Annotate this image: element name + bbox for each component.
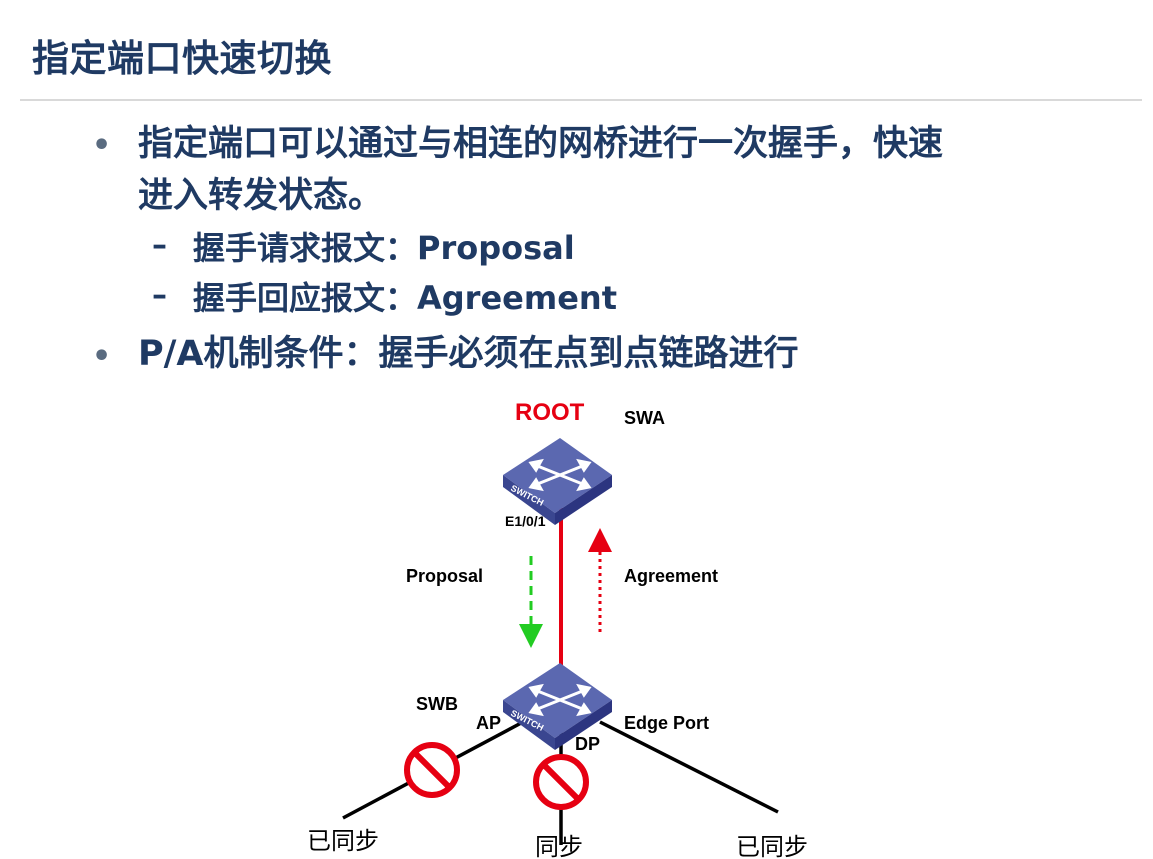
- root-label: ROOT: [515, 399, 585, 426]
- slide-title: 指定端口快速切换: [32, 37, 332, 80]
- sub-bullet-agreement: 握手回应报文：Agreement: [193, 279, 617, 317]
- bullet-marker: •: [92, 128, 112, 163]
- sub-bullet-marker: –: [152, 228, 167, 263]
- swa-label: SWA: [624, 408, 665, 428]
- sub-bullet-proposal: 握手请求报文：Proposal: [193, 229, 575, 267]
- swa-switch-icon: SWITCH: [503, 438, 612, 525]
- agreement-label: Agreement: [624, 566, 718, 586]
- swa-port-label: E1/0/1: [505, 513, 546, 529]
- bottom-left-label: 已同步: [307, 827, 379, 855]
- bullet-2: P/A机制条件：握手必须在点到点链路进行: [138, 334, 799, 374]
- blocked-icon: [404, 742, 460, 798]
- title-divider: [20, 99, 1142, 101]
- edge-port-link: [599, 720, 779, 814]
- bullet-1-line-2: 进入转发状态。: [138, 176, 384, 216]
- swb-switch-icon: SWITCH: [503, 663, 612, 750]
- sub-bullet-marker: –: [152, 278, 167, 313]
- ap-label: AP: [476, 713, 501, 733]
- bullet-1-line-1: 指定端口可以通过与相连的网桥进行一次握手，快速: [138, 124, 944, 164]
- blocked-icon: [533, 754, 589, 810]
- dp-label: DP: [575, 734, 600, 754]
- bottom-mid-label: 同步: [535, 833, 583, 859]
- proposal-label: Proposal: [406, 566, 483, 586]
- bottom-right-label: 已同步: [736, 833, 808, 859]
- swb-label: SWB: [416, 694, 458, 714]
- edge-port-label: Edge Port: [624, 713, 709, 733]
- bullet-marker: •: [92, 339, 112, 374]
